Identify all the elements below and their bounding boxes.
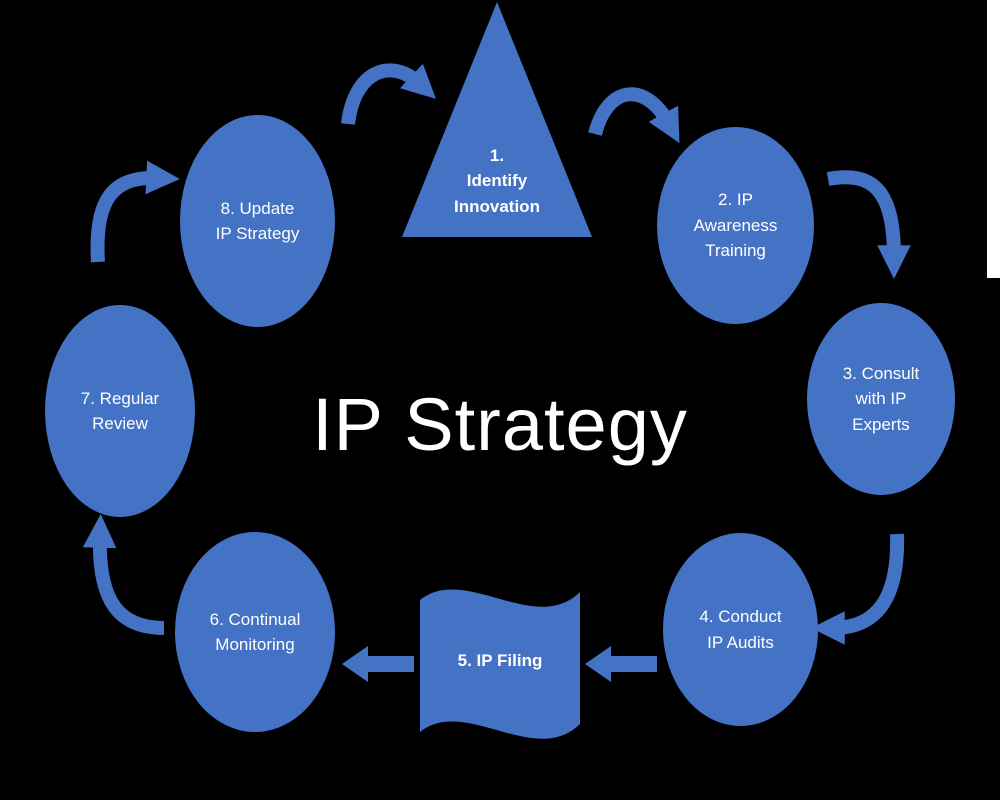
left-arrow-5-to-6-icon [342, 646, 414, 682]
curved-arrow-6-to-7-icon [82, 514, 165, 635]
step-5-ip-filing: 5. IP Filing [420, 572, 580, 752]
left-arrow-4-to-5-icon [585, 646, 657, 682]
curved-arrow-3-to-4-icon [811, 533, 905, 645]
step-3-consult-with-ip-experts: 3. Consult with IP Experts [807, 303, 955, 495]
step-1-identify-innovation: 1. Identify Innovation [402, 2, 592, 237]
step-label: 7. Regular Review [80, 388, 160, 434]
step-6-continual-monitoring: 6. Continual Monitoring [175, 532, 335, 732]
step-4-conduct-ip-audits: 4. Conduct IP Audits [663, 533, 818, 726]
step-label: 3. Consult with IP Experts [842, 363, 920, 434]
step-label: 6. Continual Monitoring [209, 609, 301, 655]
step-label: 5. IP Filing [457, 651, 543, 670]
step-label: 4. Conduct IP Audits [699, 607, 782, 652]
step-label: 8. Update IP Strategy [215, 198, 300, 244]
step-2-ip-awareness-training: 2. IP Awareness Training [657, 127, 814, 324]
curved-arrow-7-to-8-icon [90, 160, 180, 263]
slide-edge [987, 0, 1000, 278]
diagram-title: IP Strategy [312, 383, 688, 466]
curved-arrow-2-to-3-icon [826, 170, 911, 279]
step-label: 2. IP Awareness Training [693, 190, 778, 261]
step-8-update-ip-strategy: 8. Update IP Strategy [180, 115, 335, 327]
curved-arrow-1-to-2-icon [588, 87, 680, 144]
curved-arrow-8-to-1-icon [341, 63, 436, 126]
step-7-regular-review: 7. Regular Review [45, 305, 195, 517]
step-label: 1. Identify Innovation [454, 145, 540, 216]
wave-shape [420, 589, 580, 739]
